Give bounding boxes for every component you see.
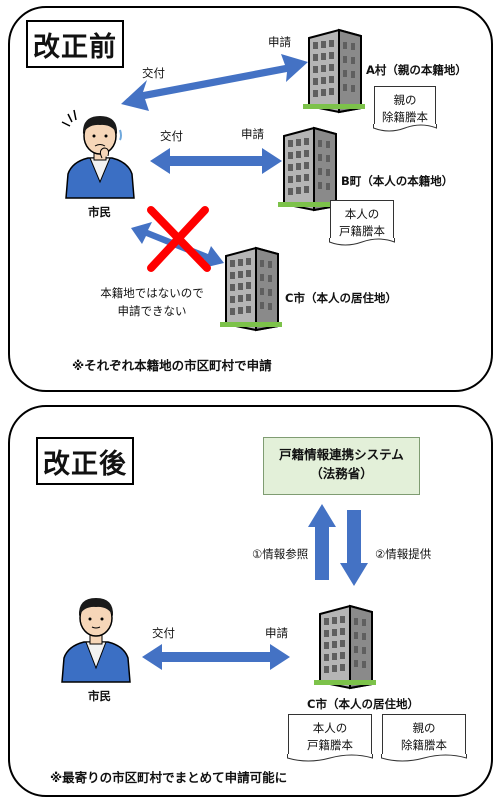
building-a-icon: [303, 28, 365, 114]
doc-after-1: 本人の 戸籍謄本: [288, 714, 372, 756]
doc-b-curl: [329, 238, 395, 246]
doc-after-2-line1: 親の: [412, 721, 436, 735]
apply-label-1: 申請: [268, 35, 291, 49]
arrow-b-shape: [150, 148, 282, 174]
apply-label-after: 申請: [265, 626, 288, 640]
system-box: 戸籍情報連携システム （法務省）: [263, 437, 420, 495]
apply-label-2: 申請: [241, 127, 264, 141]
system-line2: （法務省）: [310, 465, 373, 481]
cross-stroke-2: [147, 206, 209, 272]
arrow-a-shape: [121, 54, 308, 111]
after-title: 改正後: [36, 437, 134, 485]
building-c-icon-after: [314, 604, 376, 690]
doc-after-2: 親の 除籍謄本: [382, 714, 466, 756]
cannot-apply-line1: 本籍地ではないので: [100, 286, 204, 300]
building-c-icon-before: [220, 246, 282, 332]
building-a-label: A村（親の本籍地）: [366, 63, 467, 77]
double-arrow-a: [121, 54, 308, 272]
building-c-label-after: C市（本人の居住地）: [307, 697, 419, 711]
doc-after-1-line2: 戸籍謄本: [307, 737, 353, 752]
citizen-label-after: 市民: [88, 689, 111, 703]
building-c-label-before: C市（本人の居住地）: [285, 291, 397, 305]
citizen-label-before: 市民: [88, 205, 111, 219]
ref-label: ①情報参照: [252, 547, 309, 561]
doc-after-2-curl: [381, 754, 467, 762]
doc-a-curl: [373, 124, 437, 132]
doc-after-2-line2: 除籍謄本: [401, 737, 447, 752]
system-line1: 戸籍情報連携システム: [279, 447, 404, 462]
arrow-up-shape: [308, 504, 336, 580]
doc-b-line2: 戸籍謄本: [339, 223, 385, 238]
exchange-label-1: 交付: [142, 66, 165, 80]
provide-label: ②情報提供: [375, 547, 432, 561]
arrow-after-shape: [142, 644, 290, 670]
building-b-label: B町（本人の本籍地）: [341, 174, 454, 188]
arrow-down-shape: [340, 510, 368, 586]
cannot-apply-line2: 申請できない: [117, 303, 187, 318]
cannot-apply-text: 本籍地ではないので 申請できない: [96, 285, 208, 321]
exchange-label-2: 交付: [160, 129, 183, 143]
doc-a: 親の 除籍謄本: [374, 86, 436, 126]
citizen-worried-icon: [61, 109, 135, 199]
doc-after-1-curl: [287, 754, 373, 762]
doc-a-line1: 親の: [393, 93, 417, 107]
doc-b: 本人の 戸籍謄本: [330, 200, 394, 240]
doc-after-1-line1: 本人の: [312, 721, 348, 735]
before-note: ※それぞれ本籍地の市区町村で申請: [72, 358, 272, 373]
after-note: ※最寄りの市区町村でまとめて申請可能に: [50, 770, 288, 785]
doc-b-line1: 本人の: [344, 207, 380, 221]
building-b-icon: [278, 126, 340, 212]
exchange-label-after: 交付: [152, 626, 175, 640]
before-title: 改正前: [26, 20, 124, 68]
doc-a-line2: 除籍謄本: [382, 109, 428, 124]
citizen-calm-icon: [61, 598, 131, 683]
